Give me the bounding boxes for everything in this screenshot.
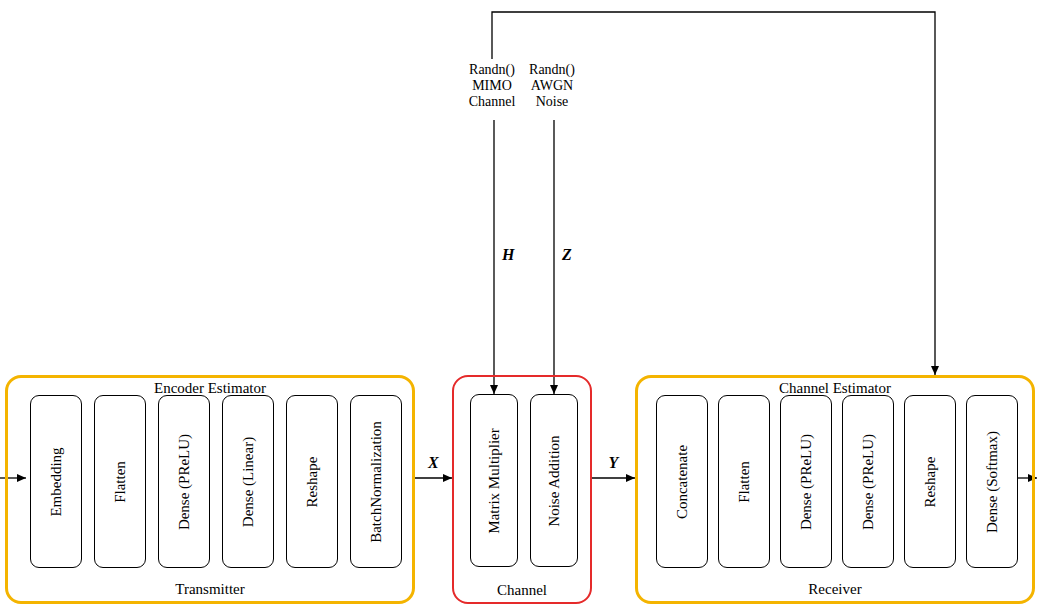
layer-box: Dense (PReLU) (842, 395, 894, 568)
layer-box: Concatenate (656, 395, 708, 568)
layer-label: Embedding (48, 447, 65, 516)
source-text: Randn() MIMO Channel (464, 62, 520, 110)
layer-label: Flatten (112, 461, 129, 503)
layer-box: Matrix Multiplier (470, 394, 518, 567)
layer-box: Dense (PReLU) (158, 395, 210, 568)
layer-label: Flatten (736, 461, 753, 503)
layer-label: Dense (PReLU) (798, 433, 815, 529)
module-group: Channel EstimatorReceiverConcatenateFlat… (635, 375, 1035, 604)
signal-symbol: X (426, 454, 441, 472)
signal-connector (415, 477, 452, 478)
source-label: Randn() MIMO Channel (464, 62, 520, 116)
signal-symbol: H (500, 246, 516, 264)
layer-label: BatchNormalization (368, 421, 385, 543)
signal-symbol: Z (560, 246, 574, 264)
layer-label: Dense (Softmax) (984, 430, 1001, 532)
layer-box: Reshape (286, 395, 338, 568)
layer-label: Dense (PReLU) (176, 433, 193, 529)
layer-label: Matrix Multiplier (486, 428, 503, 533)
layer-label: Noise Addition (546, 435, 563, 526)
layer-box: Flatten (718, 395, 770, 568)
module-group: Encoder EstimatorTransmitterEmbeddingFla… (5, 375, 415, 604)
group-caption: Receiver (638, 581, 1032, 598)
layer-box: BatchNormalization (350, 395, 402, 568)
layer-box: Dense (Softmax) (966, 395, 1018, 568)
input-arrow (0, 477, 26, 478)
source-text: Randn() AWGN Noise (524, 62, 580, 110)
layer-box: Flatten (94, 395, 146, 568)
layer-label: Reshape (922, 456, 939, 507)
layer-box: Dense (Linear) (222, 395, 274, 568)
layer-label: Dense (PReLU) (860, 433, 877, 529)
signal-connector (493, 120, 494, 394)
layer-label: Dense (Linear) (240, 436, 257, 526)
signal-connector (592, 477, 635, 478)
source-label: Randn() AWGN Noise (524, 62, 580, 116)
group-caption: Transmitter (8, 581, 412, 598)
layer-box: Dense (PReLU) (780, 395, 832, 568)
module-group: Channel Matrix Multiplier Noise Addition (452, 375, 592, 604)
layer-box: Reshape (904, 395, 956, 568)
signal-symbol: Y (607, 454, 621, 472)
layer-label: Reshape (304, 456, 321, 507)
signal-connector (553, 120, 554, 394)
signal-connector (492, 12, 935, 375)
group-caption: Channel (454, 582, 590, 599)
layer-box: Embedding (30, 395, 82, 568)
layer-label: Concatenate (674, 444, 691, 518)
layer-box: Noise Addition (530, 394, 578, 567)
